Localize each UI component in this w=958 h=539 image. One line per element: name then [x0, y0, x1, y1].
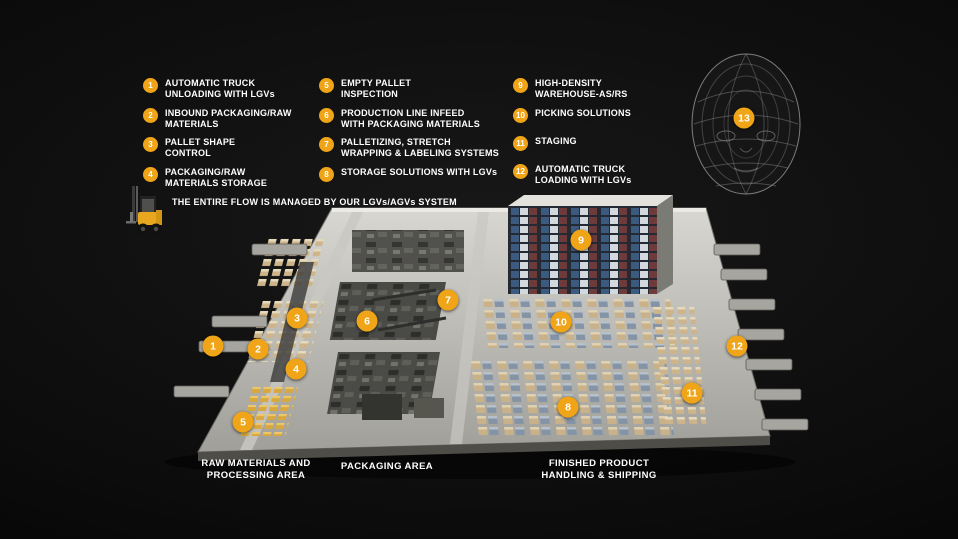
area-label-raw-materials: RAW MATERIALS AND PROCESSING AREA: [201, 458, 311, 482]
map-marker-5: 5: [232, 411, 254, 433]
map-marker-8: 8: [557, 396, 579, 418]
map-marker-3: 3: [286, 307, 308, 329]
legend-label-7: PALLETIZING, STRETCH WRAPPING & LABELING…: [341, 137, 499, 159]
raw-materials-zone: [239, 238, 324, 436]
legend-item-4: 4 PACKAGING/RAW MATERIALS STORAGE: [143, 166, 319, 190]
area-label-packaging: PACKAGING AREA: [340, 461, 434, 472]
factory-floor: [197, 207, 771, 461]
map-marker-11: 11: [681, 382, 703, 404]
legend-item-2: 2 INBOUND PACKAGING/RAW MATERIALS: [143, 107, 319, 131]
legend-badge-6: 6: [319, 107, 334, 123]
legend-badge-8: 8: [319, 166, 334, 182]
map-marker-12: 12: [726, 335, 748, 357]
legend-item-3: 3 PALLET SHAPE CONTROL: [143, 137, 319, 160]
area-label-finished-product: FINISHED PRODUCT HANDLING & SHIPPING: [541, 458, 657, 482]
legend-label-5: EMPTY PALLET INSPECTION: [341, 78, 412, 100]
legend-badge-12: 12: [513, 163, 528, 179]
map-marker-1: 1: [202, 335, 224, 357]
legend-label-8: STORAGE SOLUTIONS WITH LGVs: [341, 166, 498, 177]
legend-badge-4: 4: [143, 166, 158, 182]
map-marker-2: 2: [247, 338, 269, 360]
asrs-warehouse-block: [508, 195, 673, 294]
legend-label-4: PACKAGING/RAW MATERIALS STORAGE: [165, 166, 268, 188]
legend-badge-10: 10: [513, 107, 528, 123]
legend-label-10: PICKING SOLUTIONS: [535, 107, 631, 118]
map-marker-6: 6: [356, 310, 378, 332]
legend-item-11: 11 STAGING: [513, 135, 685, 157]
legend-item-5: 5 EMPTY PALLET INSPECTION: [319, 78, 513, 101]
legend-label-11: STAGING: [535, 135, 577, 146]
legend-item-7: 7 PALLETIZING, STRETCH WRAPPING & LABELI…: [319, 137, 513, 160]
legend-column-1: 1 AUTOMATIC TRUCK UNLOADING WITH LGVs 2 …: [143, 78, 319, 196]
legend-label-12: AUTOMATIC TRUCK LOADING WITH LGVs: [535, 163, 632, 185]
dock-trucks-right: [713, 243, 809, 431]
legend-item-8: 8 STORAGE SOLUTIONS WITH LGVs: [319, 166, 513, 188]
legend-badge-3: 3: [143, 137, 158, 152]
legend-item-12: 12 AUTOMATIC TRUCK LOADING WITH LGVs: [513, 163, 685, 187]
legend-badge-11: 11: [513, 135, 528, 151]
lgv-forklift-icon: [126, 186, 162, 235]
legend-label-3: PALLET SHAPE CONTROL: [165, 137, 236, 159]
map-marker-4: 4: [285, 358, 307, 380]
legend-badge-7: 7: [319, 137, 334, 152]
map-marker-9: 9: [570, 229, 592, 251]
legend-item-1: 1 AUTOMATIC TRUCK UNLOADING WITH LGVs: [143, 78, 319, 101]
packaging-machinery-zone: [327, 230, 464, 420]
legend-label-2: INBOUND PACKAGING/RAW MATERIALS: [165, 107, 292, 129]
flow-note: THE ENTIRE FLOW IS MANAGED BY OUR LGVs/A…: [172, 197, 457, 207]
legend-item-6: 6 PRODUCTION LINE INFEED WITH PACKAGING …: [319, 107, 513, 131]
legend-column-2: 5 EMPTY PALLET INSPECTION 6 PRODUCTION L…: [319, 78, 513, 196]
head-marker-13: 13: [733, 107, 755, 129]
legend-label-6: PRODUCTION LINE INFEED WITH PACKAGING MA…: [341, 107, 480, 129]
legend: 1 AUTOMATIC TRUCK UNLOADING WITH LGVs 2 …: [143, 78, 685, 196]
map-marker-10: 10: [550, 311, 572, 333]
legend-badge-9: 9: [513, 78, 528, 93]
legend-item-10: 10 PICKING SOLUTIONS: [513, 107, 685, 129]
legend-badge-5: 5: [319, 78, 334, 93]
legend-item-9: 9 HIGH-DENSITY WAREHOUSE-AS/RS: [513, 78, 685, 101]
legend-badge-2: 2: [143, 107, 158, 123]
legend-column-3: 9 HIGH-DENSITY WAREHOUSE-AS/RS 10 PICKIN…: [513, 78, 685, 196]
legend-label-9: HIGH-DENSITY WAREHOUSE-AS/RS: [535, 78, 628, 100]
map-marker-7: 7: [437, 289, 459, 311]
finished-product-zone: [470, 298, 707, 438]
legend-label-1: AUTOMATIC TRUCK UNLOADING WITH LGVs: [165, 78, 275, 100]
legend-badge-1: 1: [143, 78, 158, 93]
